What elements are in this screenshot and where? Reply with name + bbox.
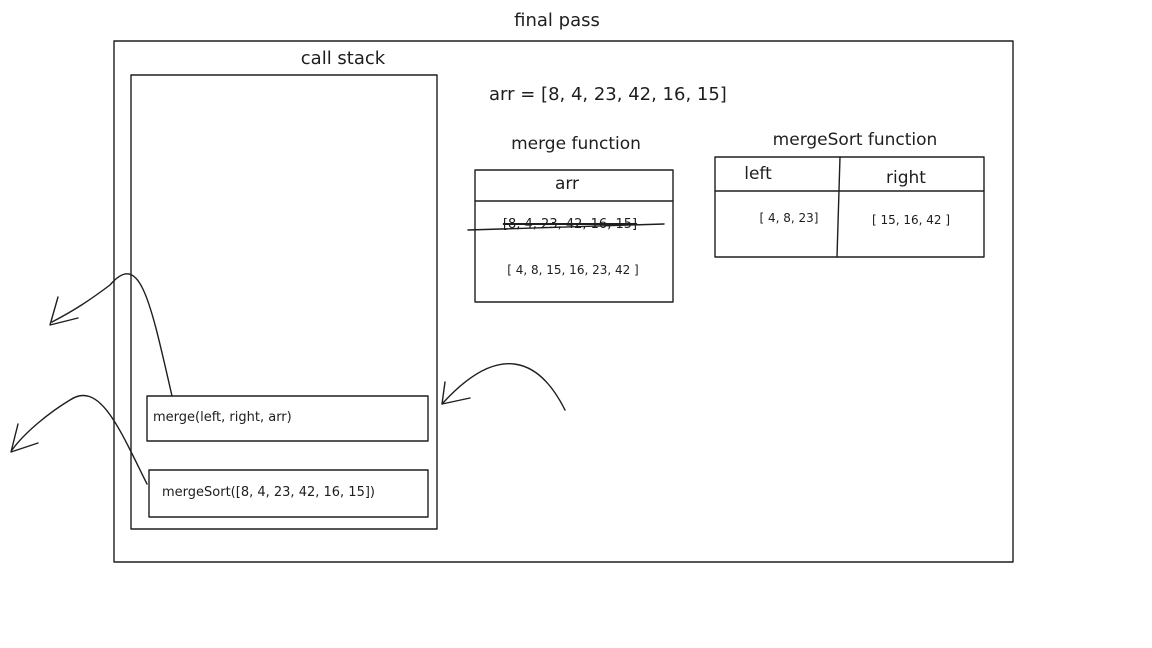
frame-mergesort-box [148,469,429,518]
mergesort-table-box [714,156,985,258]
page-title: final pass [514,10,600,31]
call-stack-label: call stack [300,48,386,69]
outer-frame [113,40,1014,563]
mergesort-header-right: right [886,168,926,188]
arrow-out-merge [51,273,173,397]
call-stack-box [130,74,438,530]
arrow-out-mergesort [11,394,148,485]
mergesort-right-value: [ 15, 16, 42 ] [871,213,951,227]
mergesort-table-column-divider [836,156,841,258]
mergesort-function-label: mergeSort function [772,130,938,150]
merge-old-value: [8, 4, 23, 42, 16, 15] [502,217,638,232]
merge-function-label: merge function [511,134,641,154]
arrow-into-merge-head [441,381,471,405]
frame-merge-box [146,395,429,442]
merge-table-header-arr: arr [554,174,580,194]
merge-table-box [474,169,674,303]
arr-declaration: arr = [8, 4, 23, 42, 16, 15] [489,84,727,105]
arrow-out-merge-head [49,296,79,326]
arrow-into-merge [441,363,566,411]
mergesort-left-value: [ 4, 8, 23] [759,211,819,225]
frame-merge-label: merge(left, right, arr) [153,410,292,425]
frame-mergesort-label: mergeSort([8, 4, 23, 42, 16, 15]) [162,485,375,500]
strike-line [467,223,665,231]
merge-new-value: [ 4, 8, 15, 16, 23, 42 ] [507,263,639,277]
mergesort-header-left: left [744,164,772,184]
arrow-out-mergesort-head [10,423,39,453]
